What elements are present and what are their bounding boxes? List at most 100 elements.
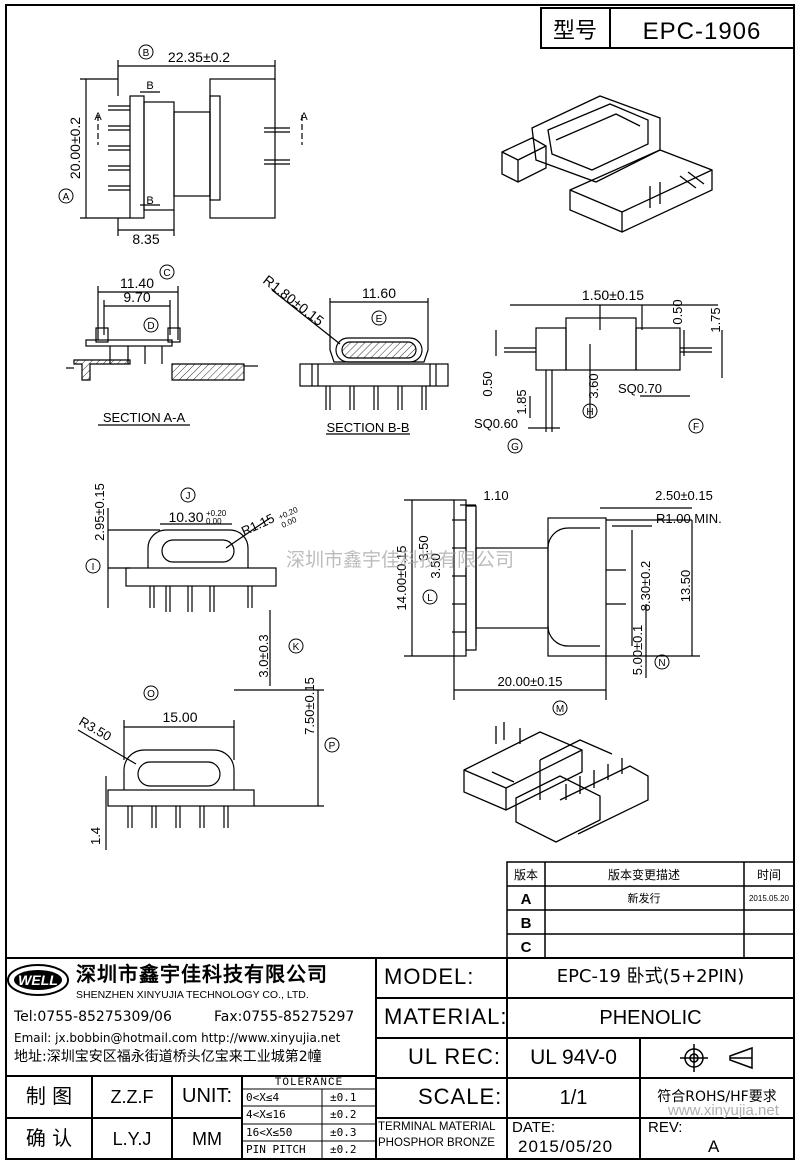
model-value: EPC-19 卧式(5+2PIN) xyxy=(556,966,745,987)
label-c-circle: C xyxy=(163,268,170,279)
tolerance-range-3: 16<X≤50 xyxy=(246,1126,293,1139)
title-block-grid xyxy=(6,957,794,1159)
rev-row-b-ver: B xyxy=(521,915,532,932)
tolerance-range-4: PIN PITCH xyxy=(246,1143,306,1156)
dim-30: 3.0±0.3 xyxy=(256,634,271,677)
label-k-circle: K xyxy=(293,642,300,653)
rev-label: REV: xyxy=(648,1119,683,1136)
front-view-j xyxy=(107,508,277,686)
dim-1160: 11.60 xyxy=(362,285,396,301)
draw-name: Z.Z.F xyxy=(110,1087,154,1107)
tolerance-value-3: ±0.3 xyxy=(330,1126,357,1139)
ul-symbols xyxy=(680,1044,753,1072)
watermark: 深圳市鑫宇佳科技有限公司 xyxy=(286,549,514,571)
rev-header-ver: 版本 xyxy=(514,868,538,882)
dim-830: 8.30±0.2 xyxy=(638,561,653,612)
date-label: DATE: xyxy=(512,1119,556,1136)
date-value: 2015/05/20 xyxy=(518,1137,614,1156)
unit-value: MM xyxy=(192,1129,222,1149)
r115: R1.15 xyxy=(239,510,277,538)
rev-value: A xyxy=(708,1137,720,1156)
section-bb-label: SECTION B-B xyxy=(326,420,409,435)
side-view xyxy=(495,304,723,432)
rev-row-c-ver: C xyxy=(521,939,532,956)
company-address: 地址:深圳宝安区福永街道桥头亿宝来工业城第2幢 xyxy=(14,1049,322,1065)
dim-width: 22.35±0.2 xyxy=(168,49,230,65)
label-p-circle: P xyxy=(329,741,336,752)
label-b-circle: B xyxy=(143,48,150,59)
draw-label: 制 图 xyxy=(25,1084,73,1108)
unit-label: UNIT: xyxy=(182,1085,232,1107)
dim-150: 1.50±0.15 xyxy=(582,287,644,303)
rev-header-desc: 版本变更描述 xyxy=(608,867,680,882)
cut-b-top: B xyxy=(146,80,153,92)
label-m-circle: M xyxy=(556,704,564,715)
top-view xyxy=(80,60,303,236)
material-label: MATERIAL: xyxy=(384,1004,508,1029)
bottom-view xyxy=(404,499,700,700)
tol-1030-up: +0.20 xyxy=(206,509,227,518)
section-bb xyxy=(271,289,449,435)
cut-a-left: A xyxy=(94,111,102,123)
iso-view-1 xyxy=(501,95,713,233)
tolerance-title: TOLERANCE xyxy=(274,1077,344,1089)
tolerance-value-4: ±0.2 xyxy=(330,1143,357,1156)
header-model: EPC-1906 xyxy=(643,18,762,45)
dim-295: 2.95±0.15 xyxy=(92,483,107,541)
label-i-circle: I xyxy=(92,562,95,573)
label-e-circle: E xyxy=(376,314,383,325)
terminal-material-1: TERMINAL MATERIAL xyxy=(378,1121,496,1133)
dim-185: 1.85 xyxy=(514,389,529,414)
label-n-circle: N xyxy=(658,658,665,669)
dim-175: 1.75 xyxy=(708,307,723,332)
label-h-circle: H xyxy=(586,407,593,418)
r100: R1.00 MIN. xyxy=(656,511,722,526)
sq070: SQ0.70 xyxy=(618,381,662,396)
dim-050a: 0.50 xyxy=(670,299,685,324)
rev-row-a-ver: A xyxy=(521,891,532,908)
check-label: 确 认 xyxy=(25,1126,73,1150)
check-name: L.Y.J xyxy=(112,1129,152,1149)
terminal-material-2: PHOSPHOR BRONZE xyxy=(378,1137,495,1149)
header-label: 型号 xyxy=(553,19,597,44)
label-a-circle: A xyxy=(63,192,70,203)
dim-1140: 11.40 xyxy=(120,275,154,291)
dim-835: 8.35 xyxy=(132,231,159,247)
label-l-circle: L xyxy=(427,593,433,604)
sq060: SQ0.60 xyxy=(474,416,518,431)
label-g-circle: G xyxy=(511,442,519,453)
rev-row-a-date: 2015.05.20 xyxy=(749,894,790,903)
dim-110: 1.10 xyxy=(483,488,508,503)
rev-row-a-desc: 新发行 xyxy=(628,891,661,905)
cut-b-bottom: B xyxy=(146,195,153,207)
label-j-circle: J xyxy=(186,491,191,502)
dim-1400: 14.00±0.15 xyxy=(394,546,409,611)
tolerance-range-1: 0<X≤4 xyxy=(246,1091,280,1104)
company-fax: Fax:0755-85275297 xyxy=(214,1009,355,1025)
label-d-circle: D xyxy=(147,321,154,332)
dim-1030: 10.30 xyxy=(168,509,203,525)
rev-header-date: 时间 xyxy=(757,868,781,882)
company-name-cn: 深圳市鑫宇佳科技有限公司 xyxy=(76,962,328,986)
cut-a-right: A xyxy=(300,111,308,123)
ulrec-label: UL REC: xyxy=(408,1044,501,1069)
dim-14: 1.4 xyxy=(88,827,103,845)
dim-height: 20.00±0.2 xyxy=(67,117,83,179)
dim-350b: 3.50 xyxy=(428,553,443,578)
scale-label: SCALE: xyxy=(418,1084,503,1109)
dim-500: 5.00±0.1 xyxy=(630,625,645,676)
dim-250: 2.50±0.15 xyxy=(655,488,713,503)
dim-350a: 3.50 xyxy=(416,535,431,560)
model-header: 型号 EPC-1906 xyxy=(540,7,795,49)
watermark-url: www.xinyujia.net xyxy=(668,1102,779,1119)
dim-750: 7.50±0.15 xyxy=(302,677,317,735)
company-name-en: SHENZHEN XINYUJIA TECHNOLOGY CO., LTD. xyxy=(76,989,309,1001)
ulrec-value: UL 94V-0 xyxy=(530,1046,617,1069)
r180: R1.80±0.15 xyxy=(260,272,327,329)
dim-1350: 13.50 xyxy=(678,570,693,603)
company-logo: WELL xyxy=(7,964,69,996)
dim-050b: 0.50 xyxy=(480,371,495,396)
section-aa-label: SECTION A-A xyxy=(103,410,186,425)
material-value: PHENOLIC xyxy=(599,1007,702,1029)
